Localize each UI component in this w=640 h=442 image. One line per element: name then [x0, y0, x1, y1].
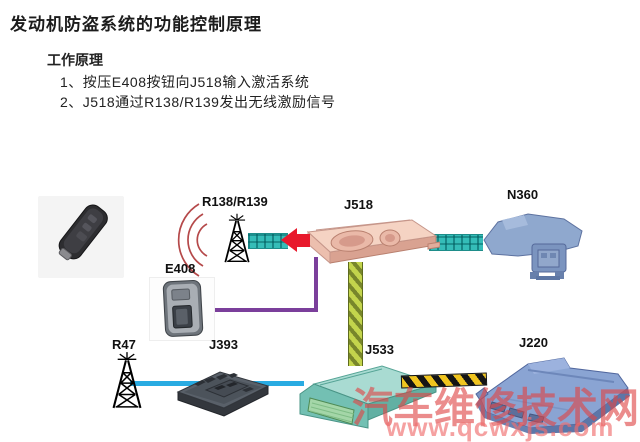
teal-cable-right	[429, 234, 483, 251]
j518-module	[306, 219, 440, 265]
j533-module	[299, 365, 438, 429]
key-fob-icon	[58, 204, 108, 261]
label-j220: J220	[519, 335, 548, 350]
teal-cable-left	[248, 233, 288, 249]
step-item-2: 2、J518通过R138/R139发出无线激励信号	[60, 94, 336, 110]
arrow-shaft	[297, 233, 310, 247]
radio-waves-icon	[177, 203, 208, 277]
label-n360: N360	[507, 187, 539, 202]
lime-cable-j518-j533	[348, 262, 363, 366]
label-j533: J533	[365, 342, 394, 357]
e408-button-card	[150, 278, 214, 340]
e408-button-icon	[162, 279, 204, 337]
signal-arrow-left-icon	[281, 228, 311, 252]
arrow-head	[281, 228, 297, 252]
label-j518: J518	[344, 197, 373, 212]
purple-line-vertical	[314, 257, 318, 312]
purple-line-horizontal	[204, 308, 318, 312]
label-r47: R47	[112, 337, 136, 352]
j220-module	[475, 357, 630, 434]
section-heading: 工作原理	[47, 52, 103, 68]
label-e408: E408	[165, 261, 196, 276]
n360-module	[483, 213, 583, 280]
step-item-1: 1、按压E408按钮向J518输入激活系统	[60, 74, 310, 90]
page-title: 发动机防盗系统的功能控制原理	[10, 15, 262, 34]
antenna-r47-icon	[112, 352, 142, 409]
key-fob-card	[38, 196, 124, 278]
j393-module	[176, 371, 270, 417]
label-j393: J393	[209, 337, 238, 352]
antenna-r138-r139-icon	[224, 213, 250, 263]
label-r138-r139: R138/R139	[202, 194, 268, 209]
